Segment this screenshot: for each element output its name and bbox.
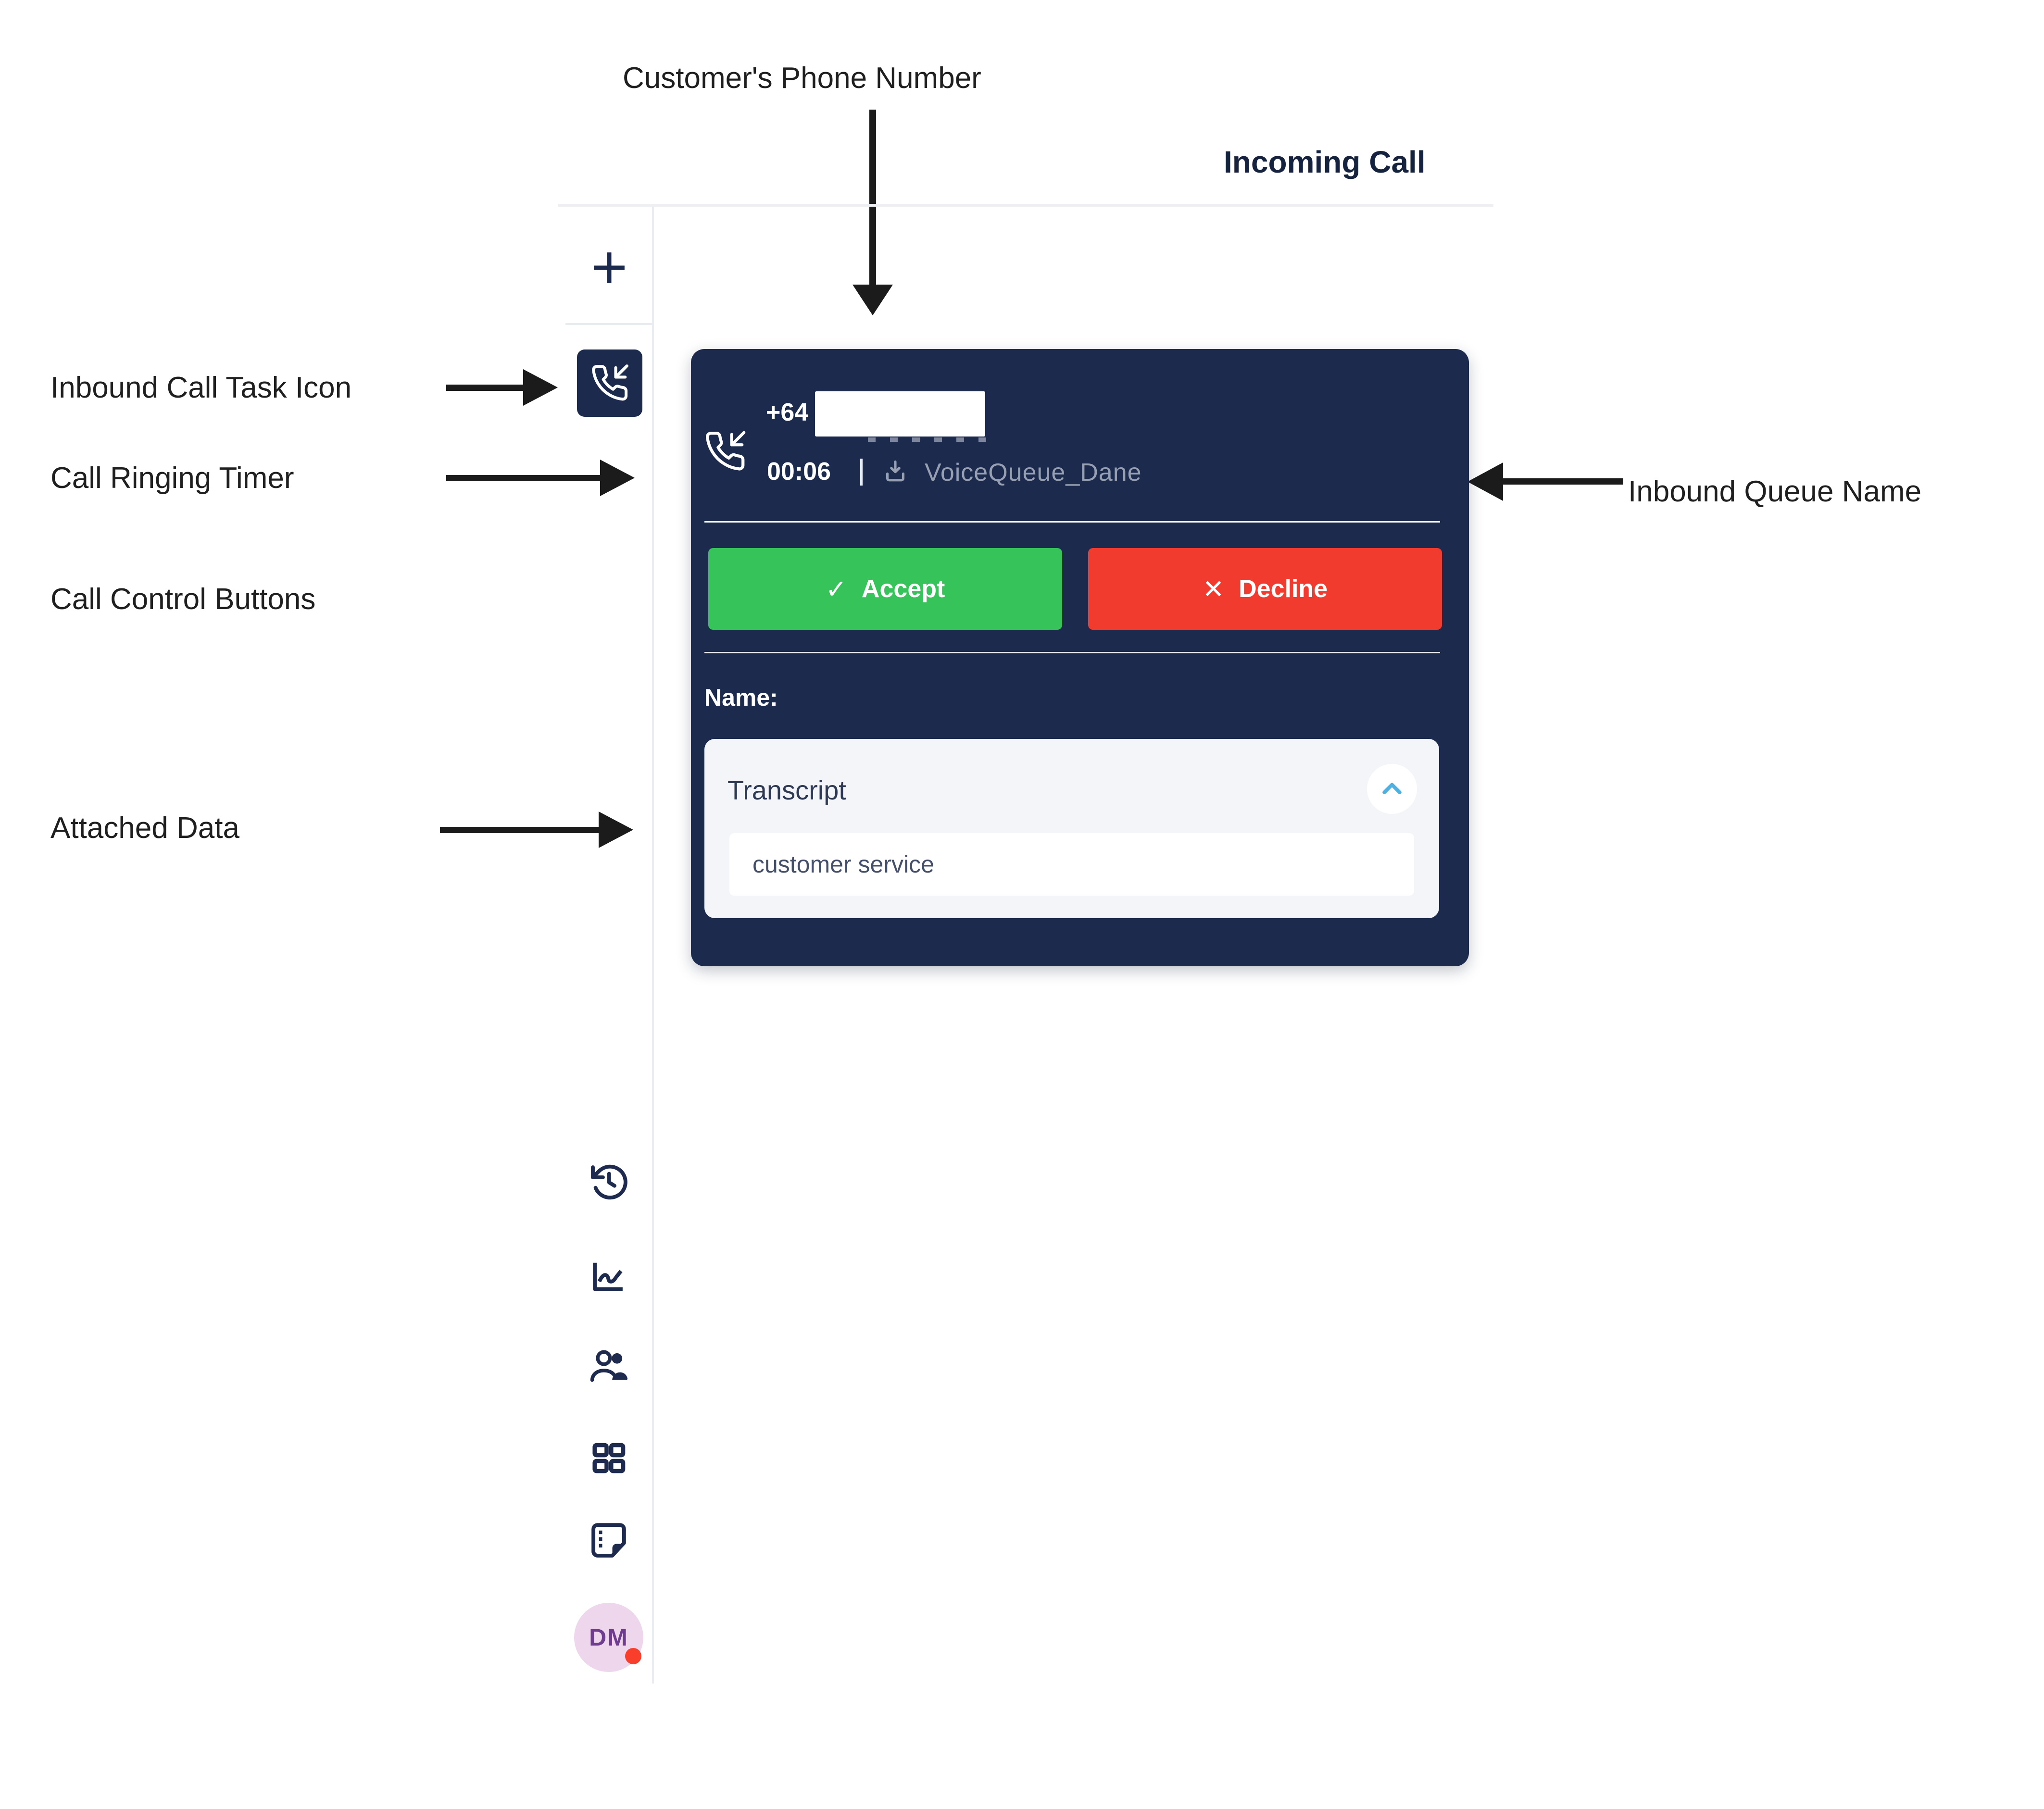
attached-data-panel: Transcript customer service — [704, 739, 1439, 918]
decline-button[interactable]: ✕ Decline — [1088, 548, 1442, 630]
inbound-call-task-button[interactable] — [577, 349, 642, 417]
history-icon[interactable] — [587, 1160, 630, 1203]
collapse-toggle[interactable] — [1367, 764, 1417, 814]
page-title: Incoming Call — [1224, 145, 1426, 179]
notes-icon[interactable] — [587, 1519, 630, 1562]
card-divider — [704, 652, 1440, 653]
redaction-tick — [978, 437, 986, 442]
customer-phone-number: +64 — [766, 399, 809, 426]
x-icon: ✕ — [1202, 574, 1225, 604]
insights-icon[interactable] — [587, 1255, 630, 1298]
annotation-call-control-buttons: Call Control Buttons — [50, 583, 316, 616]
name-label: Name: — [704, 684, 778, 711]
annotation-inbound-call-task-icon: Inbound Call Task Icon — [50, 371, 352, 404]
separator-pipe — [860, 459, 863, 486]
annotation-attached-data: Attached Data — [50, 811, 239, 845]
incoming-call-card: +64 00:06 VoiceQueue_Dane ✓ Accept ✕ Dec… — [691, 349, 1469, 966]
attached-data-title: Transcript — [727, 775, 846, 805]
redaction-tick — [934, 437, 942, 442]
arrow-timer-head — [600, 460, 635, 496]
apps-icon[interactable] — [587, 1436, 630, 1480]
contacts-icon[interactable] — [587, 1345, 630, 1388]
avatar-initials: DM — [589, 1624, 628, 1651]
arrow-task-head — [523, 369, 558, 406]
redaction-tick — [868, 437, 876, 442]
avatar[interactable]: DM — [574, 1603, 643, 1672]
arrow-attached-head — [599, 811, 633, 848]
redaction-tick — [912, 437, 920, 442]
arrow-attached-shaft — [440, 827, 600, 833]
presence-busy-dot — [625, 1648, 641, 1664]
sidebar-border — [652, 207, 654, 1684]
annotation-customer-phone-number: Customer's Phone Number — [623, 62, 981, 95]
incoming-call-icon — [589, 362, 630, 404]
annotation-inbound-queue-name: Inbound Queue Name — [1628, 475, 1922, 508]
inbound-queue-name: VoiceQueue_Dane — [925, 459, 1142, 487]
arrow-down-head — [853, 285, 893, 315]
sidebar-divider — [565, 323, 652, 325]
card-divider — [704, 521, 1440, 523]
arrow-queue-head — [1467, 462, 1503, 501]
incoming-call-icon — [702, 429, 748, 474]
chevron-up-icon — [1375, 772, 1409, 806]
decline-label: Decline — [1239, 575, 1328, 603]
accept-button[interactable]: ✓ Accept — [708, 548, 1062, 630]
arrow-down-shaft — [869, 110, 876, 287]
header-divider — [558, 204, 1493, 207]
check-icon: ✓ — [825, 574, 847, 604]
arrow-queue-shaft — [1502, 478, 1623, 485]
plus-icon[interactable] — [588, 246, 631, 289]
redaction-tick — [956, 437, 964, 442]
attached-data-value-box: customer service — [729, 833, 1414, 896]
attached-data-value: customer service — [752, 851, 934, 878]
phone-number-redaction — [815, 391, 985, 437]
call-ringing-timer: 00:06 — [767, 458, 831, 486]
accept-label: Accept — [861, 575, 945, 603]
arrow-task-shaft — [446, 385, 524, 391]
annotation-call-ringing-timer: Call Ringing Timer — [50, 462, 294, 495]
arrow-timer-shaft — [446, 475, 601, 481]
redaction-tick — [890, 437, 898, 442]
download-icon — [881, 458, 909, 486]
